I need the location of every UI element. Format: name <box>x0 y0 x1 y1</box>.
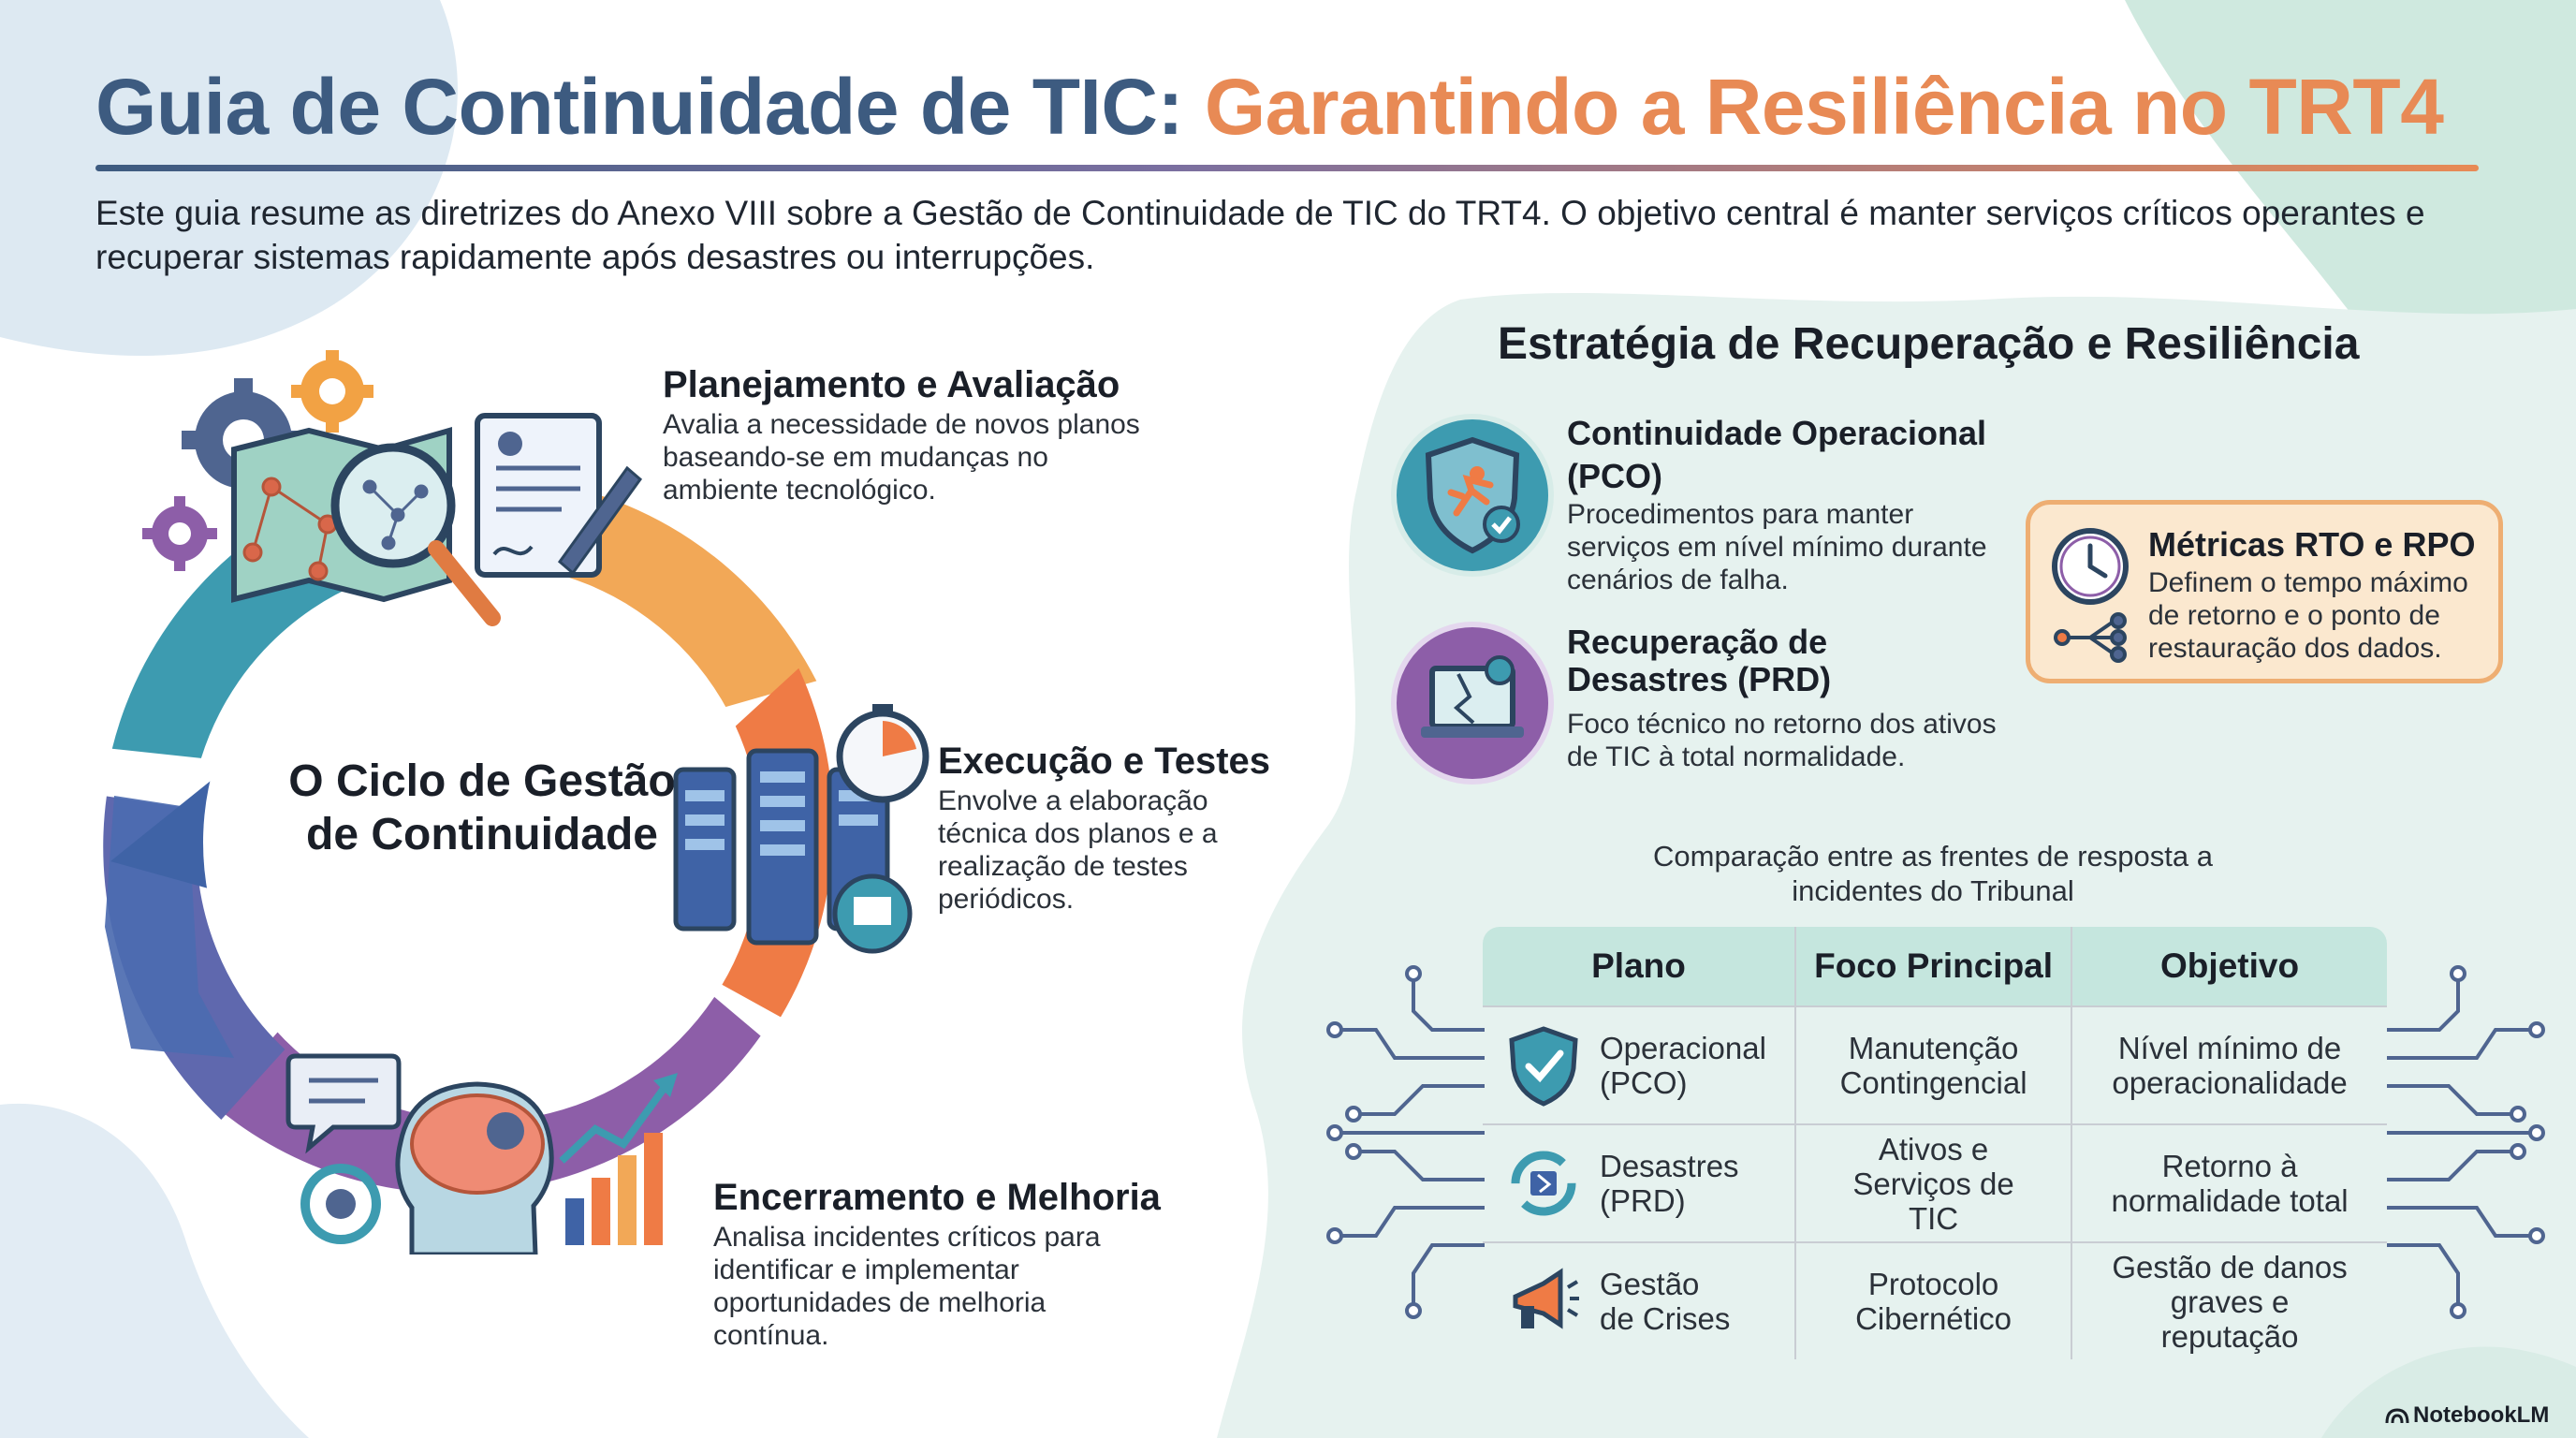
header-plan: Plano <box>1483 927 1796 1006</box>
row-goal-cell: Gestão de danos graves e reputação <box>2071 1241 2387 1359</box>
table-header-row: Plano Foco Principal Objetivo <box>1483 927 2387 1006</box>
shield-check-icon <box>1509 1026 1578 1107</box>
stopwatch-icon <box>836 704 929 803</box>
strategy-prd-icon-badge <box>1391 622 1554 785</box>
row-plan-label: Operacional (PCO) <box>1600 1031 1766 1100</box>
gear-icon <box>142 496 217 571</box>
magnifier-icon <box>330 443 501 626</box>
strategy-pco-icon-badge <box>1391 414 1554 577</box>
broken-laptop-icon <box>1421 655 1524 738</box>
stage-planning: Planejamento e Avaliação Avalia a necess… <box>663 363 1243 506</box>
megaphone-icon <box>1513 1268 1579 1329</box>
stage-execution: Execução e Testes Envolve a elaboração t… <box>938 740 1331 916</box>
strategy-pco: Continuidade Operacional (PCO) Procedime… <box>1567 412 2035 596</box>
page-title: Guia de Continuidade de TIC: Garantindo … <box>95 62 2444 153</box>
gear-icon <box>291 350 373 433</box>
header-focus: Foco Principal <box>1794 927 2072 1006</box>
shield-runner-icon <box>1425 436 1520 554</box>
strategy-pco-desc: Procedimentos para manter serviços em ní… <box>1567 499 1987 595</box>
row-focus-cell: Protocolo Cibernético <box>1794 1241 2072 1359</box>
table-row: Desastres (PRD) Ativos e Serviços de TIC… <box>1483 1123 2387 1242</box>
title-part-2: Garantindo a Resiliência no TRT4 <box>1204 63 2444 151</box>
stage-execution-title: Execução e Testes <box>938 741 1271 782</box>
refresh-cycle-icon <box>300 1164 381 1244</box>
row-plan-cell: Operacional (PCO) <box>1483 1005 1796 1124</box>
stage-planning-desc: Avalia a necessidade de novos planos bas… <box>663 409 1140 506</box>
strategy-prd-title: Recuperação de Desastres (PRD) <box>1567 623 1832 698</box>
restore-point-icon <box>2054 612 2127 663</box>
comparison-caption: Comparação entre as frentes de resposta … <box>1653 840 2213 907</box>
metrics-title: Métricas RTO e RPO <box>2148 525 2476 564</box>
strategy-prd-desc: Foco técnico no retorno dos ativos de TI… <box>1567 709 1997 772</box>
bar-chart-icon <box>559 1073 678 1245</box>
recovery-cycle-icon <box>1511 1151 1576 1216</box>
row-plan-label: Gestão de Crises <box>1600 1267 1731 1336</box>
row-plan-cell: Gestão de Crises <box>1483 1241 1796 1359</box>
strategy-pco-title: Continuidade Operacional (PCO) <box>1567 414 1987 495</box>
title-underline <box>95 165 2479 171</box>
execution-illustration <box>673 704 929 954</box>
table-row: Gestão de Crises Protocolo Cibernético G… <box>1483 1241 2387 1359</box>
row-goal-cell: Retorno à normalidade total <box>2071 1123 2387 1242</box>
stage-improvement-desc: Analisa incidentes críticos para identif… <box>713 1222 1101 1351</box>
notebooklm-logo-icon <box>2385 1408 2409 1424</box>
row-goal-cell: Nível mínimo de operacionalidade <box>2071 1005 2387 1124</box>
comparison-table: Plano Foco Principal Objetivo Operaciona… <box>1483 927 2387 1359</box>
clock-icon <box>2052 528 2129 663</box>
document-icon <box>475 413 643 578</box>
row-focus-cell: Ativos e Serviços de TIC <box>1794 1123 2072 1242</box>
brand-label: NotebookLM <box>2385 1402 2549 1429</box>
row-plan-label: Desastres (PRD) <box>1600 1149 1739 1218</box>
stage-planning-title: Planejamento e Avaliação <box>663 364 1120 405</box>
circuit-decoration-right <box>2387 965 2545 1319</box>
metrics-card: Métricas RTO e RPO Definem o tempo máxim… <box>2026 500 2503 683</box>
row-focus-cell: Manutenção Contingencial <box>1794 1005 2072 1124</box>
strategy-title: Estratégia de Recuperação e Resiliência <box>1498 319 2360 369</box>
cycle-center-label: O Ciclo de Gestão de Continuidade <box>288 756 676 859</box>
stage-improvement: Encerramento e Melhoria Analisa incident… <box>713 1176 1237 1352</box>
gauge-icon <box>832 873 913 954</box>
metrics-desc: Definem o tempo máximo de retorno e o po… <box>2148 567 2468 664</box>
improvement-illustration <box>285 1053 678 1255</box>
table-row: Operacional (PCO) Manutenção Contingenci… <box>1483 1005 2387 1124</box>
stage-execution-desc: Envolve a elaboração técnica dos planos … <box>938 785 1218 915</box>
circuit-decoration-left <box>1326 965 1485 1319</box>
planning-illustration <box>142 350 643 626</box>
title-part-1: Guia de Continuidade de TIC: <box>95 63 1184 151</box>
strategy-prd: Recuperação de Desastres (PRD) Foco técn… <box>1567 624 2035 773</box>
header-goal: Objetivo <box>2071 927 2387 1006</box>
stage-improvement-title: Encerramento e Melhoria <box>713 1177 1161 1218</box>
brain-head-icon <box>395 1081 554 1255</box>
intro-text: Este guia resume as diretrizes do Anexo … <box>95 194 2425 276</box>
brand-name: NotebookLM <box>2413 1402 2550 1428</box>
row-plan-cell: Desastres (PRD) <box>1483 1123 1796 1242</box>
chat-bubble-icon <box>285 1053 402 1154</box>
